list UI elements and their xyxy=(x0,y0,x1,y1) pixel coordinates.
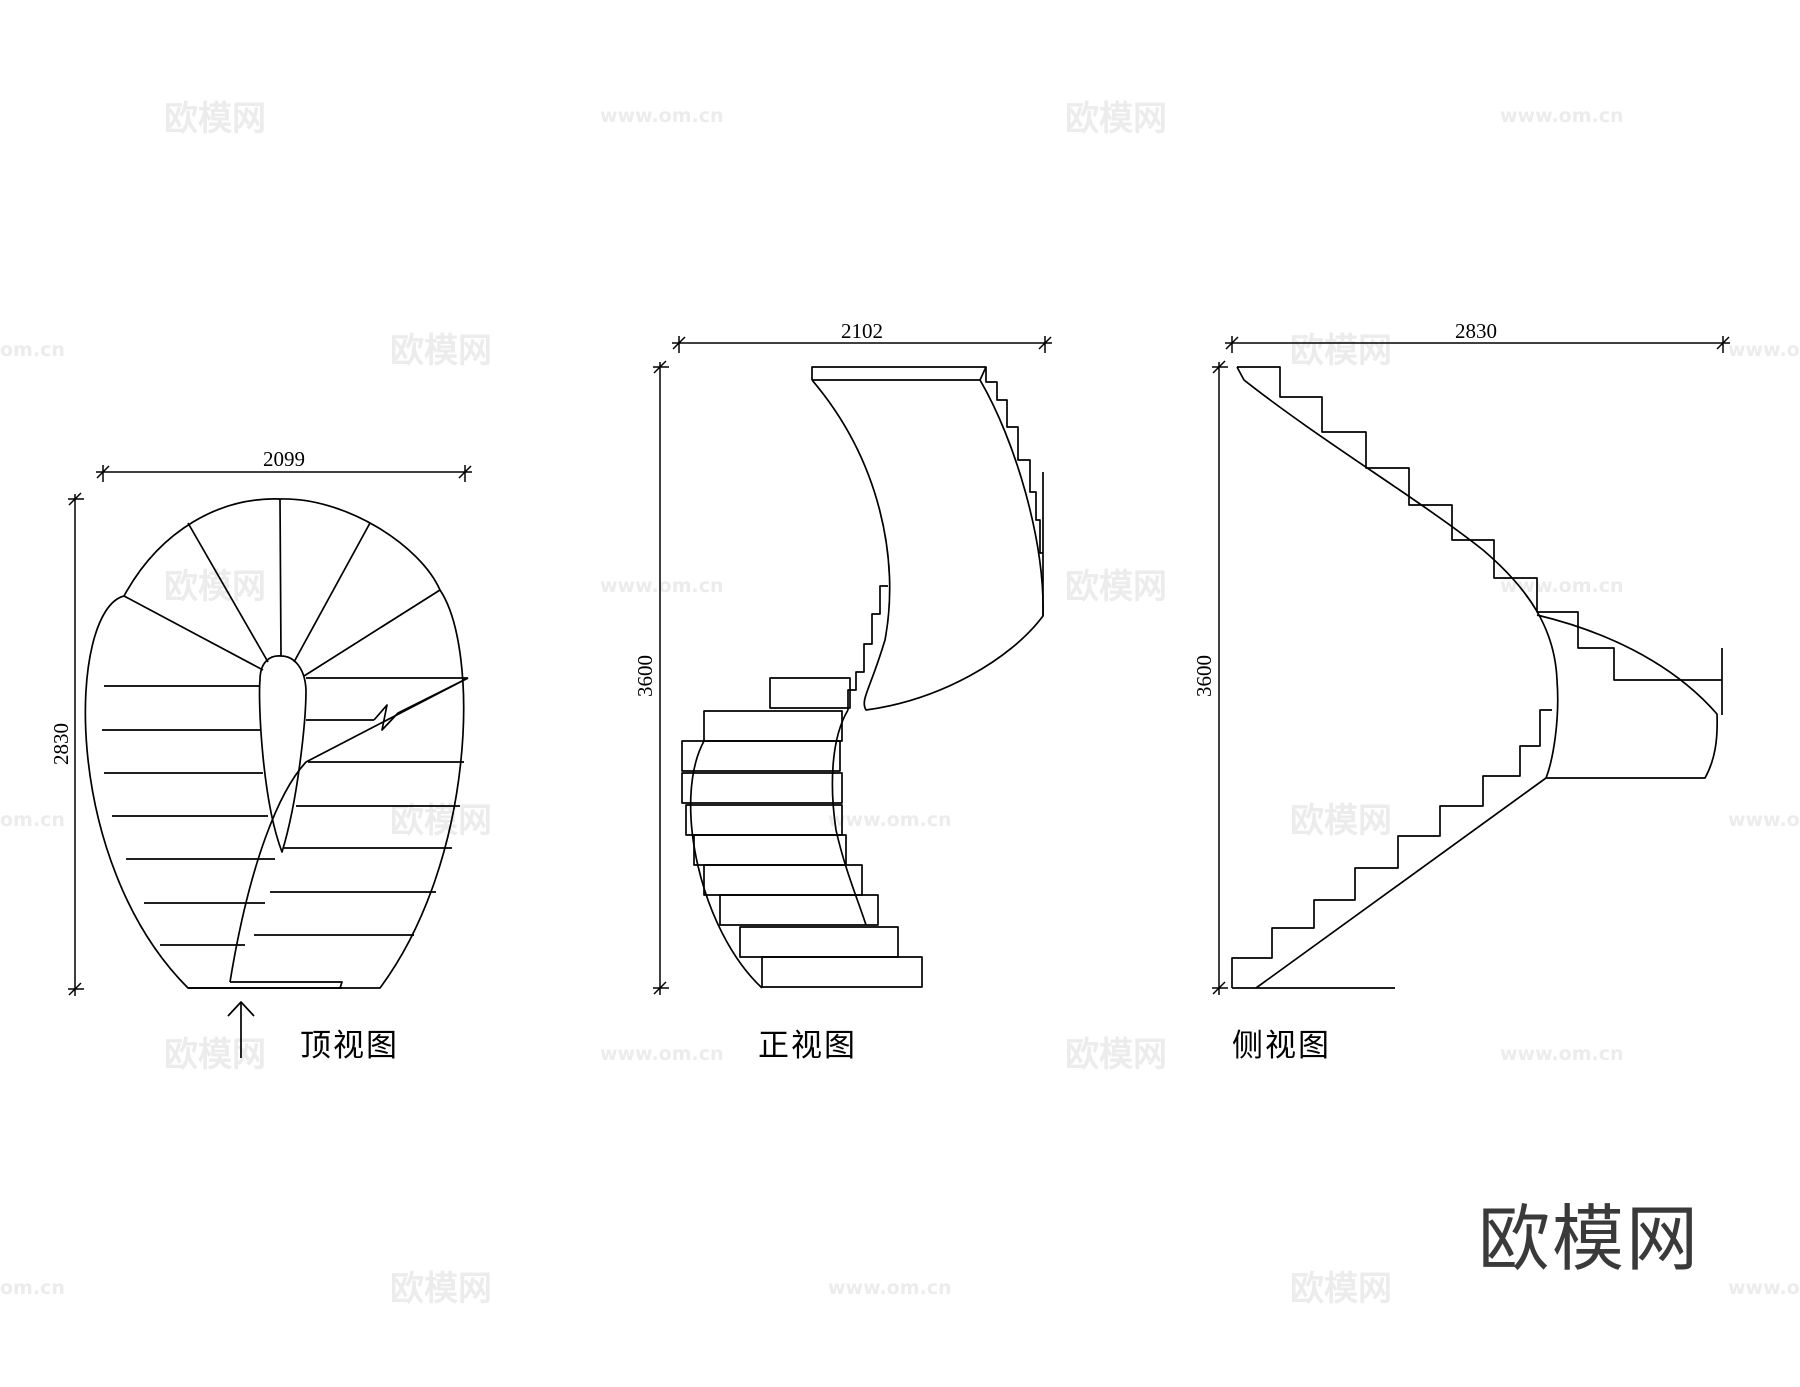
top-view-radial-treads xyxy=(123,498,441,677)
front-view-height-label: 3600 xyxy=(633,655,657,697)
top-view: 2099 2830 xyxy=(49,447,472,1064)
watermark-url: om.cn xyxy=(0,1277,65,1299)
front-view-upper-step-nosing xyxy=(985,367,1043,554)
side-view-width-label: 2830 xyxy=(1455,319,1497,343)
watermark-text: 欧模网 xyxy=(164,99,266,139)
top-view-width-label: 2099 xyxy=(263,447,305,471)
watermark-url: www.om.cn xyxy=(1500,1043,1624,1065)
top-view-central-newel xyxy=(258,655,307,853)
watermark-text: 欧模网 xyxy=(1290,801,1392,841)
watermark-url: om.cn xyxy=(0,339,65,361)
entry-arrow-icon xyxy=(227,1001,255,1058)
side-view-title: 侧视图 xyxy=(1232,1028,1331,1064)
front-view-width-label: 2102 xyxy=(841,319,883,343)
watermark-url: www.o xyxy=(1728,1277,1800,1299)
side-view-height-label: 3600 xyxy=(1192,655,1216,697)
top-view-right-treads xyxy=(229,677,469,983)
watermark-url: www.om.cn xyxy=(1500,575,1624,597)
top-view-left-treads xyxy=(102,685,275,946)
watermark-url: www.o xyxy=(1728,339,1800,361)
watermark-url: www.om.cn xyxy=(600,1043,724,1065)
side-view-width-dimension: 2830 xyxy=(1225,319,1730,353)
front-view-title: 正视图 xyxy=(758,1028,857,1064)
side-view-lower-soffit xyxy=(1255,777,1547,989)
watermark-text: 欧模网 xyxy=(390,331,492,371)
front-view: 2102 3600 xyxy=(633,319,1052,1064)
front-view-upper-flight xyxy=(811,379,1044,711)
side-view-height-dimension: 3600 xyxy=(1192,360,1228,995)
top-view-outer-outline xyxy=(84,498,465,989)
brand-logo: 欧模网 xyxy=(1478,1197,1700,1281)
watermark-url: www.o xyxy=(1728,809,1800,831)
watermark-text: 欧模网 xyxy=(390,1269,492,1309)
watermark-text: 欧模网 xyxy=(1065,99,1167,139)
watermark-text: 欧模网 xyxy=(1290,1269,1392,1309)
front-view-lower-treads xyxy=(681,677,923,988)
front-view-width-dimension: 2102 xyxy=(672,319,1052,353)
watermark-layer: 欧模网 www.om.cn 欧模网 www.om.cn om.cn 欧模网 欧模… xyxy=(0,99,1800,1309)
side-view: 2830 3600 侧视图 xyxy=(1192,319,1730,1064)
watermark-text: 欧模网 xyxy=(164,567,266,607)
top-view-width-dimension: 2099 xyxy=(96,447,472,482)
watermark-text: 欧模网 xyxy=(164,1035,266,1075)
front-view-top-landing xyxy=(811,366,987,381)
watermark-url: www.om.cn xyxy=(828,1277,952,1299)
side-view-upper-soffit xyxy=(1236,366,1558,681)
top-view-depth-dimension: 2830 xyxy=(49,492,84,996)
watermark-url: www.om.cn xyxy=(828,809,952,831)
watermark-url: www.om.cn xyxy=(600,575,724,597)
front-view-stringer xyxy=(689,709,867,989)
watermark-url: www.om.cn xyxy=(600,105,724,127)
watermark-text: 欧模网 xyxy=(390,801,492,841)
top-view-title: 顶视图 xyxy=(300,1028,399,1064)
side-view-lower-steps xyxy=(1231,709,1552,988)
watermark-text: 欧模网 xyxy=(1065,1035,1167,1075)
top-view-landing-edge xyxy=(230,981,343,989)
watermark-url: om.cn xyxy=(0,809,65,831)
top-view-depth-label: 2830 xyxy=(49,723,73,765)
watermark-text: 欧模网 xyxy=(1065,567,1167,607)
watermark-url: www.om.cn xyxy=(1500,105,1624,127)
side-view-upper-steps xyxy=(1237,366,1722,681)
side-view-curved-landing xyxy=(1536,614,1719,779)
watermark-text: 欧模网 xyxy=(1290,331,1392,371)
front-view-height-dimension: 3600 xyxy=(633,360,669,995)
